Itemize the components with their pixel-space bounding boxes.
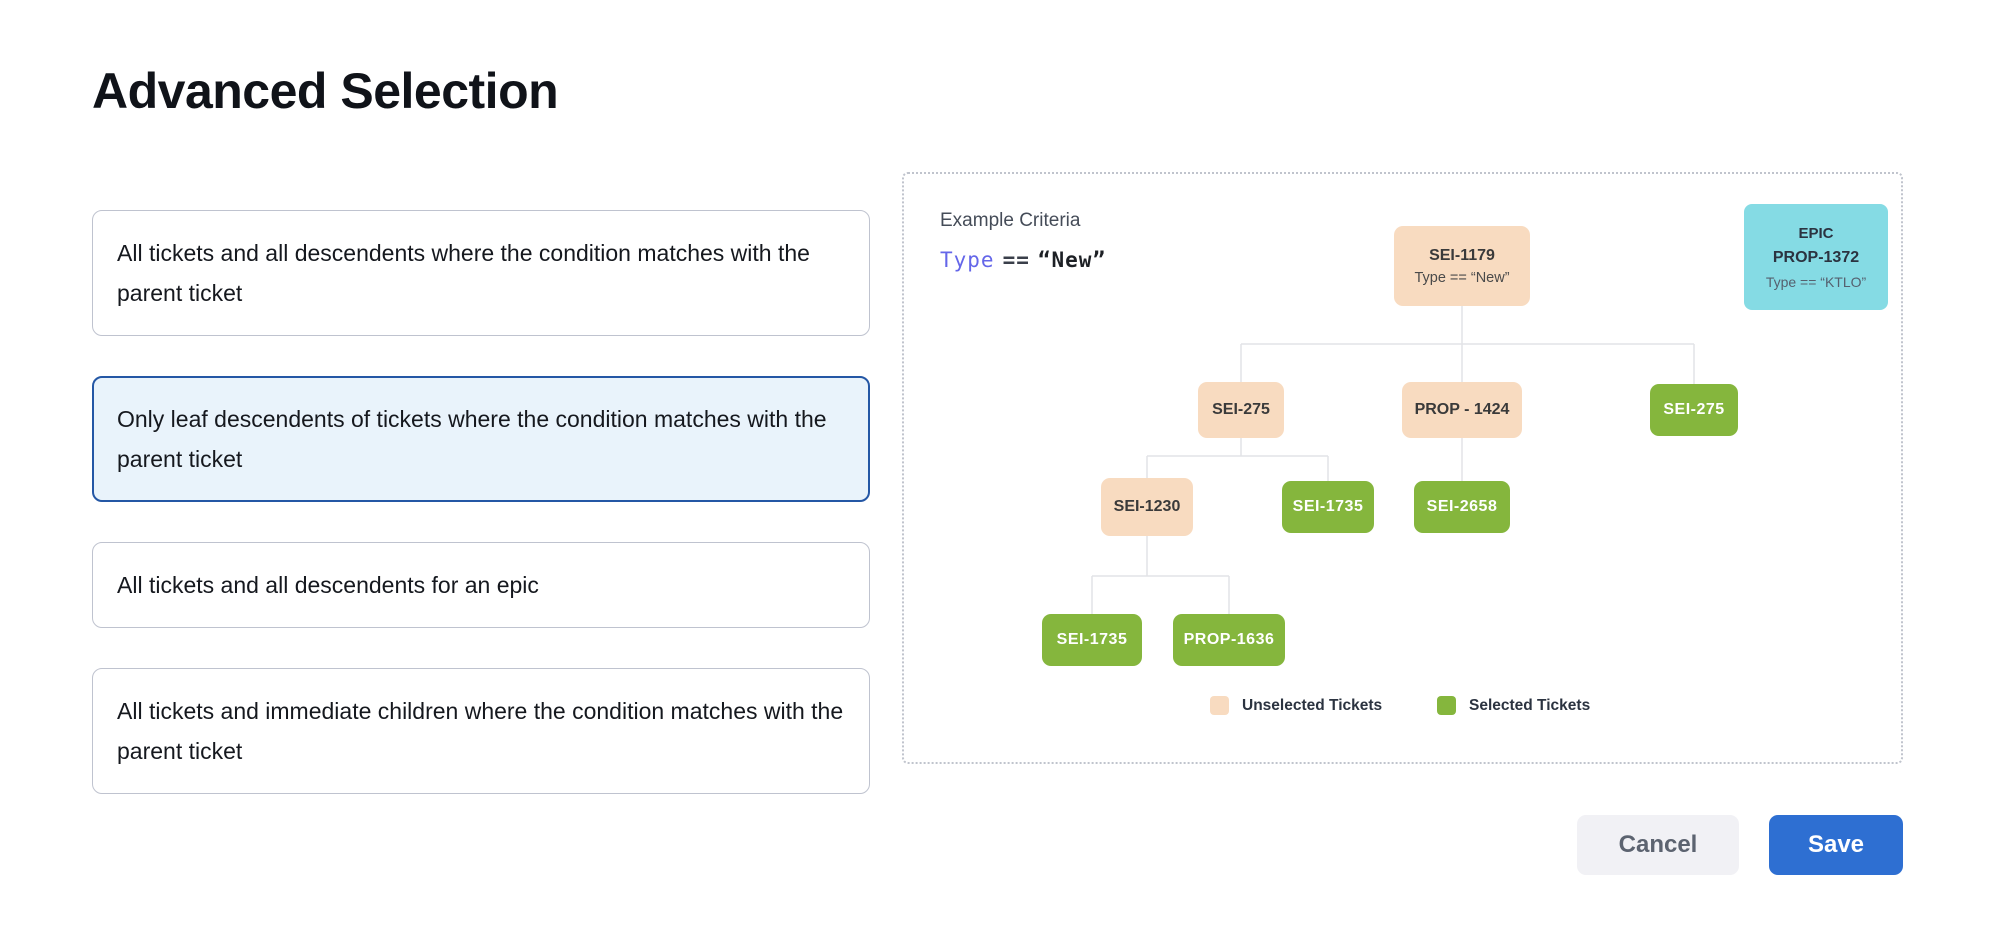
legend-label: Unselected Tickets bbox=[1242, 696, 1383, 714]
tree-node[interactable]: SEI-1735 bbox=[1282, 481, 1374, 533]
legend-label: Selected Tickets bbox=[1469, 696, 1591, 714]
selection-options-list: All tickets and all descendents where th… bbox=[92, 210, 870, 794]
node-label: PROP-1636 bbox=[1183, 631, 1275, 648]
tree-node-root[interactable]: SEI-1179 Type == “New” bbox=[1394, 226, 1530, 306]
option-all-descendents-condition[interactable]: All tickets and all descendents where th… bbox=[92, 210, 870, 336]
tree-node[interactable]: PROP - 1424 bbox=[1402, 382, 1522, 438]
selected-swatch-icon bbox=[1437, 696, 1456, 715]
node-label: SEI-1230 bbox=[1113, 498, 1181, 515]
option-immediate-children-condition[interactable]: All tickets and immediate children where… bbox=[92, 668, 870, 794]
option-leaf-descendents-condition[interactable]: Only leaf descendents of tickets where t… bbox=[92, 376, 870, 502]
epic-card-id: PROP-1372 bbox=[1772, 248, 1860, 266]
legend-unselected: Unselected Tickets bbox=[1210, 696, 1382, 715]
tree-node[interactable]: PROP-1636 bbox=[1173, 614, 1285, 666]
tree-node[interactable]: SEI-2658 bbox=[1414, 481, 1510, 533]
option-label: All tickets and all descendents for an e… bbox=[117, 572, 539, 598]
example-criteria-panel: Example Criteria Type == “New” EPIC PROP-1… bbox=[902, 172, 1903, 764]
option-all-descendents-epic[interactable]: All tickets and all descendents for an e… bbox=[92, 542, 870, 628]
example-criteria-heading: Example Criteria bbox=[940, 210, 1081, 231]
node-label: SEI-1735 bbox=[1056, 631, 1128, 648]
node-label: PROP - 1424 bbox=[1414, 401, 1510, 418]
criteria-expression: Type == “New” bbox=[940, 248, 1106, 272]
option-label: Only leaf descendents of tickets where t… bbox=[117, 406, 827, 472]
criteria-field: Type bbox=[940, 248, 995, 272]
node-label: SEI-2658 bbox=[1426, 498, 1498, 515]
legend-selected: Selected Tickets bbox=[1437, 696, 1590, 715]
criteria-operator: == bbox=[1002, 248, 1030, 272]
node-label: SEI-275 bbox=[1663, 401, 1725, 418]
save-button[interactable]: Save bbox=[1769, 815, 1903, 875]
epic-card: EPIC PROP-1372 Type == “KTLO” bbox=[1744, 204, 1888, 310]
node-criteria: Type == “New” bbox=[1414, 269, 1510, 286]
tree-node[interactable]: SEI-275 bbox=[1198, 382, 1284, 438]
epic-card-criteria: Type == “KTLO” bbox=[1765, 273, 1867, 290]
node-label: SEI-1735 bbox=[1292, 498, 1364, 515]
node-label: SEI-1179 bbox=[1429, 246, 1495, 264]
epic-card-type: EPIC bbox=[1798, 224, 1834, 242]
tree-node[interactable]: SEI-275 bbox=[1650, 384, 1738, 436]
option-label: All tickets and all descendents where th… bbox=[117, 240, 810, 306]
node-label: SEI-275 bbox=[1212, 401, 1270, 418]
tree-connector-lines bbox=[1091, 306, 1695, 614]
tree-node[interactable]: SEI-1230 bbox=[1101, 478, 1193, 536]
criteria-value: “New” bbox=[1037, 248, 1107, 272]
page-title: Advanced Selection bbox=[92, 63, 559, 119]
option-label: All tickets and immediate children where… bbox=[117, 698, 844, 764]
unselected-swatch-icon bbox=[1210, 696, 1229, 715]
cancel-button[interactable]: Cancel bbox=[1577, 815, 1739, 875]
tree-node[interactable]: SEI-1735 bbox=[1042, 614, 1142, 666]
